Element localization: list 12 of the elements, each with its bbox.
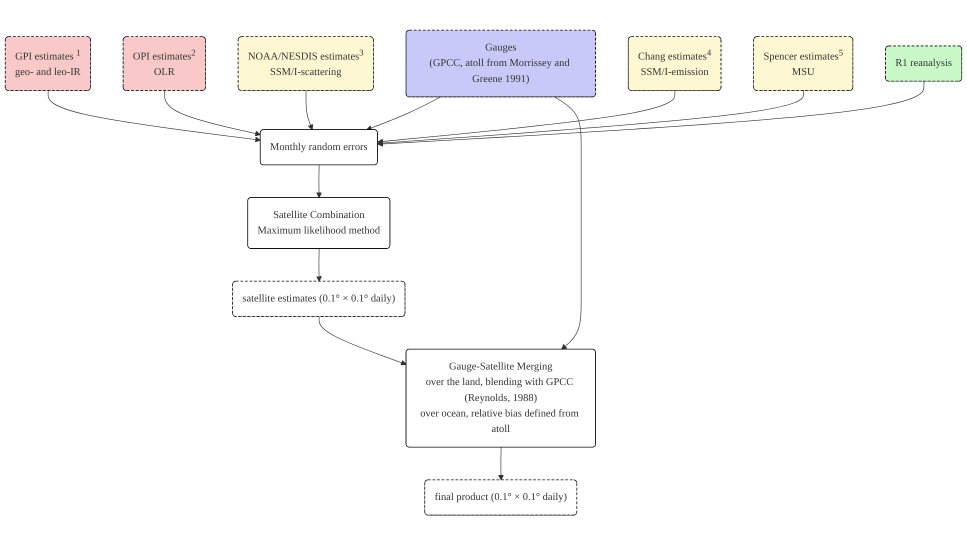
arrow (377, 90, 676, 145)
arrow (48, 90, 261, 143)
arrow (377, 90, 804, 146)
arrow (316, 248, 322, 282)
arrow (377, 82, 924, 148)
arrow (498, 447, 504, 481)
arrow (318, 316, 407, 366)
arrow (316, 165, 322, 198)
arrow (366, 97, 440, 132)
arrow (164, 90, 261, 137)
arrow (306, 90, 314, 130)
arrow (554, 97, 582, 350)
